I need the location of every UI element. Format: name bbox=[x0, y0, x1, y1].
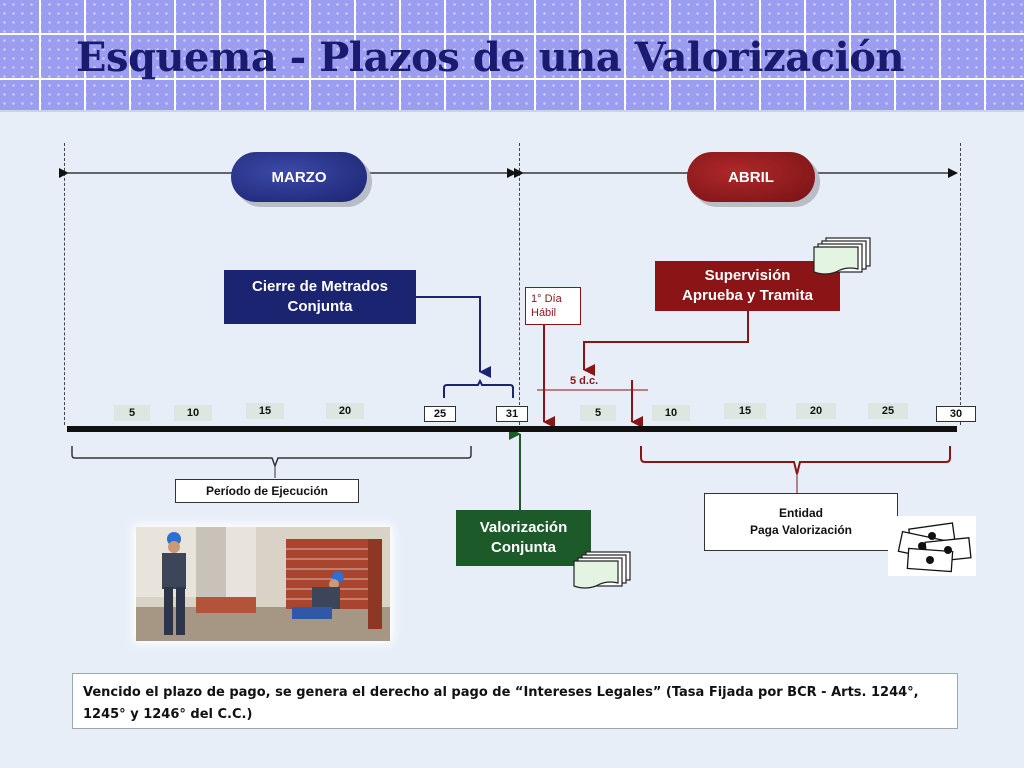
five-dc-label: 5 d.c. bbox=[570, 375, 599, 387]
header-banner bbox=[0, 0, 1024, 112]
tick-april-20: 20 bbox=[796, 403, 836, 419]
periodo-bracket bbox=[71, 446, 472, 469]
tick-march-20: 20 bbox=[326, 403, 364, 419]
tick-april-10: 10 bbox=[652, 405, 690, 421]
document-stack-icon bbox=[813, 237, 871, 275]
entidad-box: Entidad Paga Valorización bbox=[704, 493, 898, 551]
month-march-badge: MARZO bbox=[231, 152, 367, 202]
construction-workers-photo bbox=[136, 527, 390, 641]
cierre-line1: Cierre de Metrados bbox=[252, 278, 388, 295]
valorizacion-conjunta-box: Valorización Conjunta bbox=[456, 510, 591, 566]
tick-april-15: 15 bbox=[724, 403, 766, 419]
dia-habil-line2: Hábil bbox=[531, 307, 557, 319]
tick-march-25: 25 bbox=[424, 406, 456, 422]
month-divider bbox=[519, 143, 520, 425]
supervision-line2: Aprueba y Tramita bbox=[682, 287, 813, 304]
dia-habil-box: 1° Día Hábil bbox=[525, 287, 581, 325]
tick-march-15: 15 bbox=[246, 403, 284, 419]
valorizacion-line1: Valorización bbox=[479, 519, 568, 536]
tick-march-10: 10 bbox=[174, 405, 212, 421]
tick-march-5: 5 bbox=[114, 405, 150, 421]
month-march-label: MARZO bbox=[271, 168, 327, 186]
page-title: Esquema - Plazos de una Valorización bbox=[76, 34, 904, 81]
document-stack-icon bbox=[573, 551, 631, 589]
entidad-line2: Paga Valorización bbox=[749, 523, 853, 537]
march-start-divider bbox=[64, 143, 65, 425]
cierre-line2: Conjunta bbox=[287, 298, 353, 315]
month-april-label: ABRIL bbox=[728, 168, 774, 186]
periodo-ejecucion-box: Período de Ejecución bbox=[175, 479, 359, 503]
cierre-metrados-box: Cierre de Metrados Conjunta bbox=[224, 270, 416, 324]
supervision-box: Supervisión Aprueba y Tramita bbox=[655, 261, 840, 311]
entidad-bracket bbox=[640, 446, 951, 475]
month-april-badge: ABRIL bbox=[687, 152, 815, 202]
dia-habil-line1: 1° Día bbox=[531, 293, 562, 305]
entidad-line1: Entidad bbox=[779, 506, 823, 520]
cierre-bracket bbox=[443, 378, 514, 398]
tick-march-31: 31 bbox=[496, 406, 528, 422]
legal-interest-note: Vencido el plazo de pago, se genera el d… bbox=[72, 673, 958, 729]
tick-april-5: 5 bbox=[580, 405, 616, 421]
cierre-connector bbox=[416, 296, 491, 378]
tick-april-30: 30 bbox=[936, 406, 976, 422]
money-icon bbox=[888, 516, 976, 576]
tick-april-25: 25 bbox=[868, 403, 908, 419]
valorizacion-line2: Conjunta bbox=[491, 539, 556, 556]
supervision-line1: Supervisión bbox=[704, 267, 791, 284]
april-end-divider bbox=[960, 143, 961, 425]
supervision-connector bbox=[583, 310, 749, 376]
timeline-bar bbox=[67, 426, 957, 432]
